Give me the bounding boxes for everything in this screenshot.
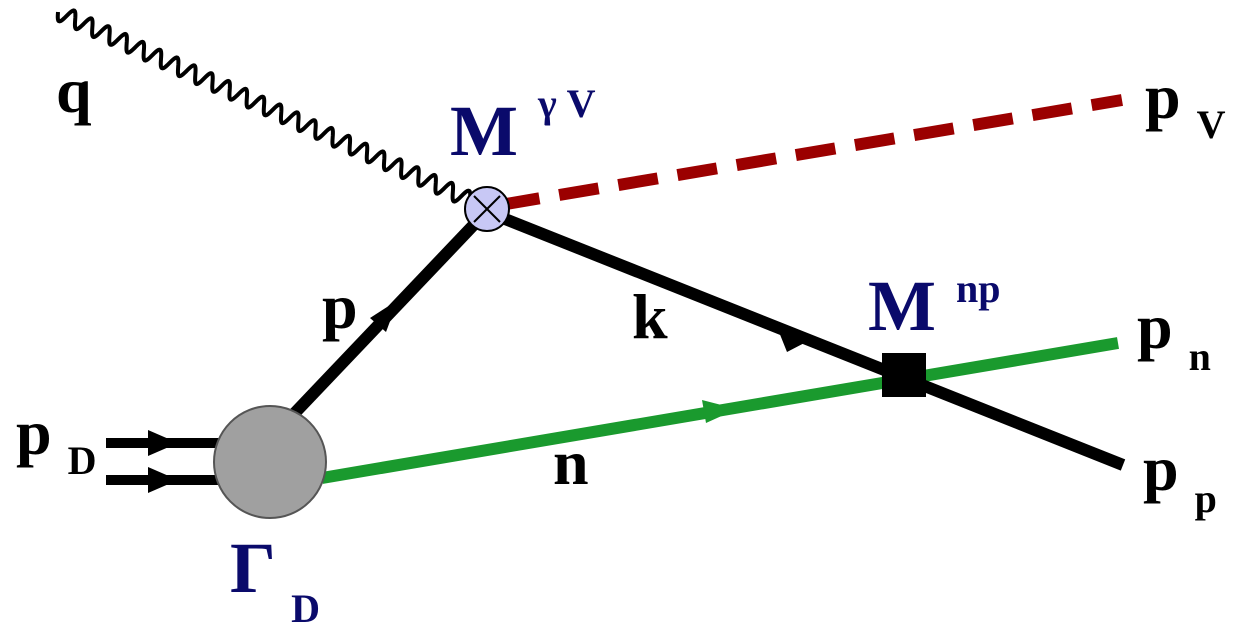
label-M-np-main: M [868,266,936,346]
deuteron-arrow-bottom-icon [148,467,178,493]
label-Gamma-D-sub: D [291,586,320,631]
label-p-n-main: p [1137,291,1173,362]
k-arrow-icon [779,332,812,352]
label-p-D-sub: D [68,438,97,483]
label-p-D-main: p [16,397,52,468]
label-k: k [632,281,668,352]
label-M-gamma-V-sup: γ V [537,81,596,126]
proton-arrow-icon [370,300,398,332]
label-n: n [553,427,589,498]
label-p-p-sub: p [1195,476,1217,521]
np-rescattering-vertex [882,353,926,397]
label-p-V-sub: V [1197,102,1226,147]
label-p-n: p n [1137,291,1211,379]
label-p-p: p p [1143,433,1217,521]
label-p: p [322,271,358,342]
deuteron-vertex-blob [213,405,327,519]
photon-line [55,8,473,204]
circled-cross-icon [464,186,510,232]
label-M-gamma-V: M γ V [450,81,596,171]
label-M-np: M np [868,266,1000,346]
label-p-V-main: p [1145,61,1181,132]
label-q: q [56,55,92,126]
neutron-arrow-icon [702,400,737,423]
label-p-p-main: p [1143,433,1179,504]
label-Gamma-D-main: Γ [230,528,273,608]
vector-meson-line [499,94,1123,211]
label-p-V: p V [1145,61,1226,147]
label-p-n-sub: n [1189,334,1211,379]
deuteron-arrow-top-icon [148,430,178,456]
label-p-D: p D [16,397,96,483]
label-Gamma-D: Γ D [230,528,320,631]
label-M-np-sup: np [956,266,1001,311]
label-M-gamma-V-main: M [450,91,518,171]
